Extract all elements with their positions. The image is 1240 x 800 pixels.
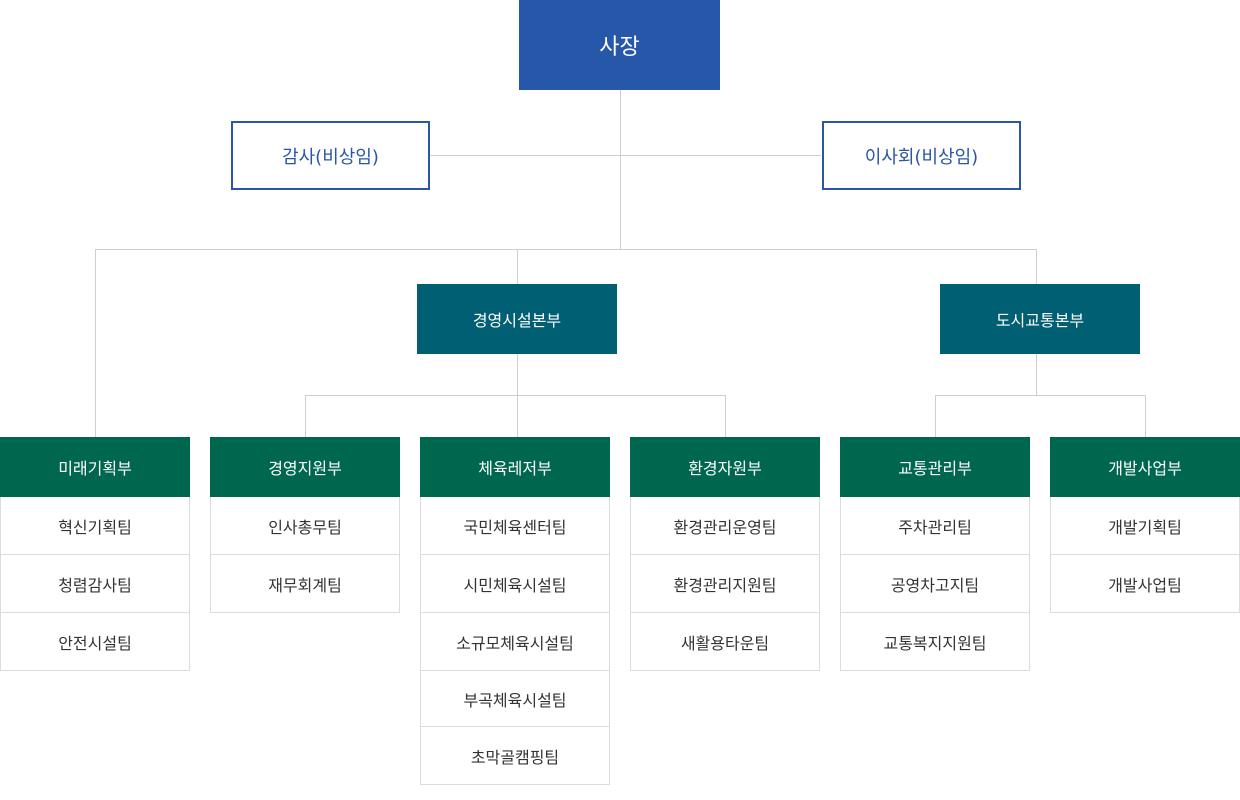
hq-urban-transport: 도시교통본부 bbox=[940, 284, 1140, 354]
team-item: 개발사업팀 bbox=[1050, 555, 1240, 613]
team-item: 안전시설팀 bbox=[0, 613, 190, 671]
connector-line bbox=[620, 90, 621, 249]
team-item: 공영차고지팀 bbox=[840, 555, 1030, 613]
department-header: 개발사업부 bbox=[1050, 437, 1240, 497]
team-item: 주차관리팀 bbox=[840, 497, 1030, 555]
department-column: 교통관리부 주차관리팀 공영차고지팀 교통복지지원팀 bbox=[840, 437, 1030, 671]
connector-line bbox=[517, 249, 518, 284]
department-header: 경영지원부 bbox=[210, 437, 400, 497]
connector-line bbox=[725, 395, 726, 437]
team-item: 혁신기획팀 bbox=[0, 497, 190, 555]
team-item: 환경관리운영팀 bbox=[630, 497, 820, 555]
connector-line bbox=[305, 395, 306, 437]
team-item: 청렴감사팀 bbox=[0, 555, 190, 613]
auditor-box: 감사(비상임) bbox=[231, 121, 430, 190]
team-item: 환경관리지원팀 bbox=[630, 555, 820, 613]
connector-line bbox=[430, 155, 821, 156]
team-item: 재무회계팀 bbox=[210, 555, 400, 613]
team-item: 국민체육센터팀 bbox=[420, 497, 610, 555]
department-column: 환경자원부 환경관리운영팀 환경관리지원팀 새활용타운팀 bbox=[630, 437, 820, 671]
connector-line bbox=[1036, 249, 1037, 284]
team-item: 교통복지지원팀 bbox=[840, 613, 1030, 671]
connector-line bbox=[935, 395, 936, 437]
department-column: 경영지원부 인사총무팀 재무회계팀 bbox=[210, 437, 400, 613]
hq-management-facilities: 경영시설본부 bbox=[417, 284, 617, 354]
ceo-box: 사장 bbox=[519, 0, 720, 90]
team-item: 개발기획팀 bbox=[1050, 497, 1240, 555]
department-header: 환경자원부 bbox=[630, 437, 820, 497]
connector-line bbox=[95, 249, 96, 437]
team-item: 초막골캠핑팀 bbox=[420, 727, 610, 785]
connector-line bbox=[305, 395, 726, 396]
board-box: 이사회(비상임) bbox=[822, 121, 1021, 190]
team-item: 부곡체육시설팀 bbox=[420, 671, 610, 727]
department-column: 개발사업부 개발기획팀 개발사업팀 bbox=[1050, 437, 1240, 613]
connector-line bbox=[1036, 354, 1037, 395]
connector-line bbox=[1145, 395, 1146, 437]
department-column: 체육레저부 국민체육센터팀 시민체육시설팀 소규모체육시설팀 부곡체육시설팀 초… bbox=[420, 437, 610, 785]
team-item: 소규모체육시설팀 bbox=[420, 613, 610, 671]
department-header: 체육레저부 bbox=[420, 437, 610, 497]
connector-line bbox=[935, 395, 1146, 396]
team-item: 시민체육시설팀 bbox=[420, 555, 610, 613]
team-item: 새활용타운팀 bbox=[630, 613, 820, 671]
department-header: 미래기획부 bbox=[0, 437, 190, 497]
connector-line bbox=[95, 249, 1037, 250]
department-header: 교통관리부 bbox=[840, 437, 1030, 497]
department-column: 미래기획부 혁신기획팀 청렴감사팀 안전시설팀 bbox=[0, 437, 190, 671]
team-item: 인사총무팀 bbox=[210, 497, 400, 555]
